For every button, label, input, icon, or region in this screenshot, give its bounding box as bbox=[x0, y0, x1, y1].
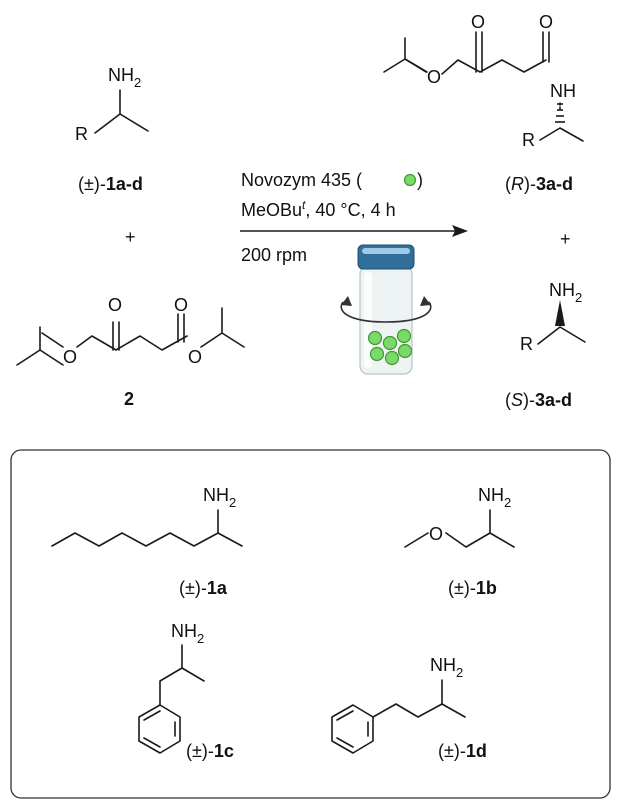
product-amine-3a-d: NH2 R (S)-3a-d bbox=[505, 280, 586, 410]
vial-glass-highlight bbox=[364, 272, 372, 368]
substrates-frame bbox=[10, 449, 611, 799]
catalyst-close-paren: ) bbox=[417, 170, 423, 190]
substrate-amine-1a-d: NH2 R (±)-1a-d bbox=[75, 65, 149, 194]
amine-nh2-label: NH2 bbox=[108, 65, 141, 90]
nh2-label-1c: NH2 bbox=[171, 621, 204, 646]
product-amine-nh2-label: NH2 bbox=[549, 280, 582, 305]
rotation-arrowhead-left-icon bbox=[341, 296, 352, 306]
substrate-diester-2: O O O O 2 bbox=[16, 295, 245, 409]
amide-ester-oxygen: O bbox=[427, 67, 441, 87]
reaction-conditions: Novozym 435 ( ) MeOBut, 40 °C, 4 h 200 r… bbox=[240, 170, 468, 265]
enzyme-beads-icon bbox=[367, 328, 413, 366]
reaction-arrow-head-icon bbox=[452, 225, 468, 237]
carbonyl-oxygen-right: O bbox=[174, 295, 188, 315]
ester-oxygen-left: O bbox=[63, 347, 77, 367]
label-1d: (±)-1d bbox=[438, 741, 487, 761]
nh2-label-1d: NH2 bbox=[430, 655, 463, 680]
carbonyl-oxygen-left: O bbox=[108, 295, 122, 315]
diester-compound-label: 2 bbox=[124, 389, 134, 409]
structure-1b: O NH2 (±)-1b bbox=[404, 485, 515, 598]
rotation-arrowhead-right-icon bbox=[420, 296, 431, 306]
amide-carbonyl-oxygen-right: O bbox=[539, 12, 553, 32]
nh2-label-1a: NH2 bbox=[203, 485, 236, 510]
ester-oxygen-right: O bbox=[188, 347, 202, 367]
wedge-bond bbox=[555, 300, 565, 326]
product-amine-r-group: R bbox=[520, 334, 533, 354]
label-1a: (±)-1a bbox=[179, 578, 228, 598]
amine-compound-label: (±)-1a-d bbox=[78, 174, 143, 194]
amine-r-group: R bbox=[75, 124, 88, 144]
hashed-wedge-bond bbox=[555, 103, 565, 123]
amide-nh-label: NH bbox=[550, 81, 576, 101]
product-amine-compound-label: (S)-3a-d bbox=[505, 390, 572, 410]
amide-compound-label: (R)-3a-d bbox=[505, 174, 573, 194]
plus-sign-left: + bbox=[125, 227, 136, 247]
plus-sign-right: + bbox=[560, 229, 571, 249]
shaking-vial-icon bbox=[340, 244, 432, 375]
rotation-arrow-icon bbox=[340, 301, 432, 323]
structure-1d: NH2 (±)-1d bbox=[331, 655, 487, 761]
label-1c: (±)-1c bbox=[186, 741, 234, 761]
amide-r-group: R bbox=[522, 130, 535, 150]
vial-cap-highlight bbox=[362, 248, 410, 254]
catalyst-bead-icon bbox=[403, 173, 417, 187]
ether-oxygen-1b: O bbox=[429, 524, 443, 544]
catalyst-text: Novozym 435 ( bbox=[241, 170, 362, 190]
agitation-text: 200 rpm bbox=[241, 245, 307, 265]
product-amide-3a-d: O O O NH R (R)-3a-d bbox=[383, 12, 584, 194]
nh2-label-1b: NH2 bbox=[478, 485, 511, 510]
solvent-temperature-text: MeOBut, 40 °C, 4 h bbox=[241, 198, 396, 220]
amide-carbonyl-oxygen-left: O bbox=[471, 12, 485, 32]
structure-1a: NH2 (±)-1a bbox=[51, 485, 243, 598]
structure-1c: NH2 (±)-1c bbox=[138, 621, 234, 761]
label-1b: (±)-1b bbox=[448, 578, 497, 598]
